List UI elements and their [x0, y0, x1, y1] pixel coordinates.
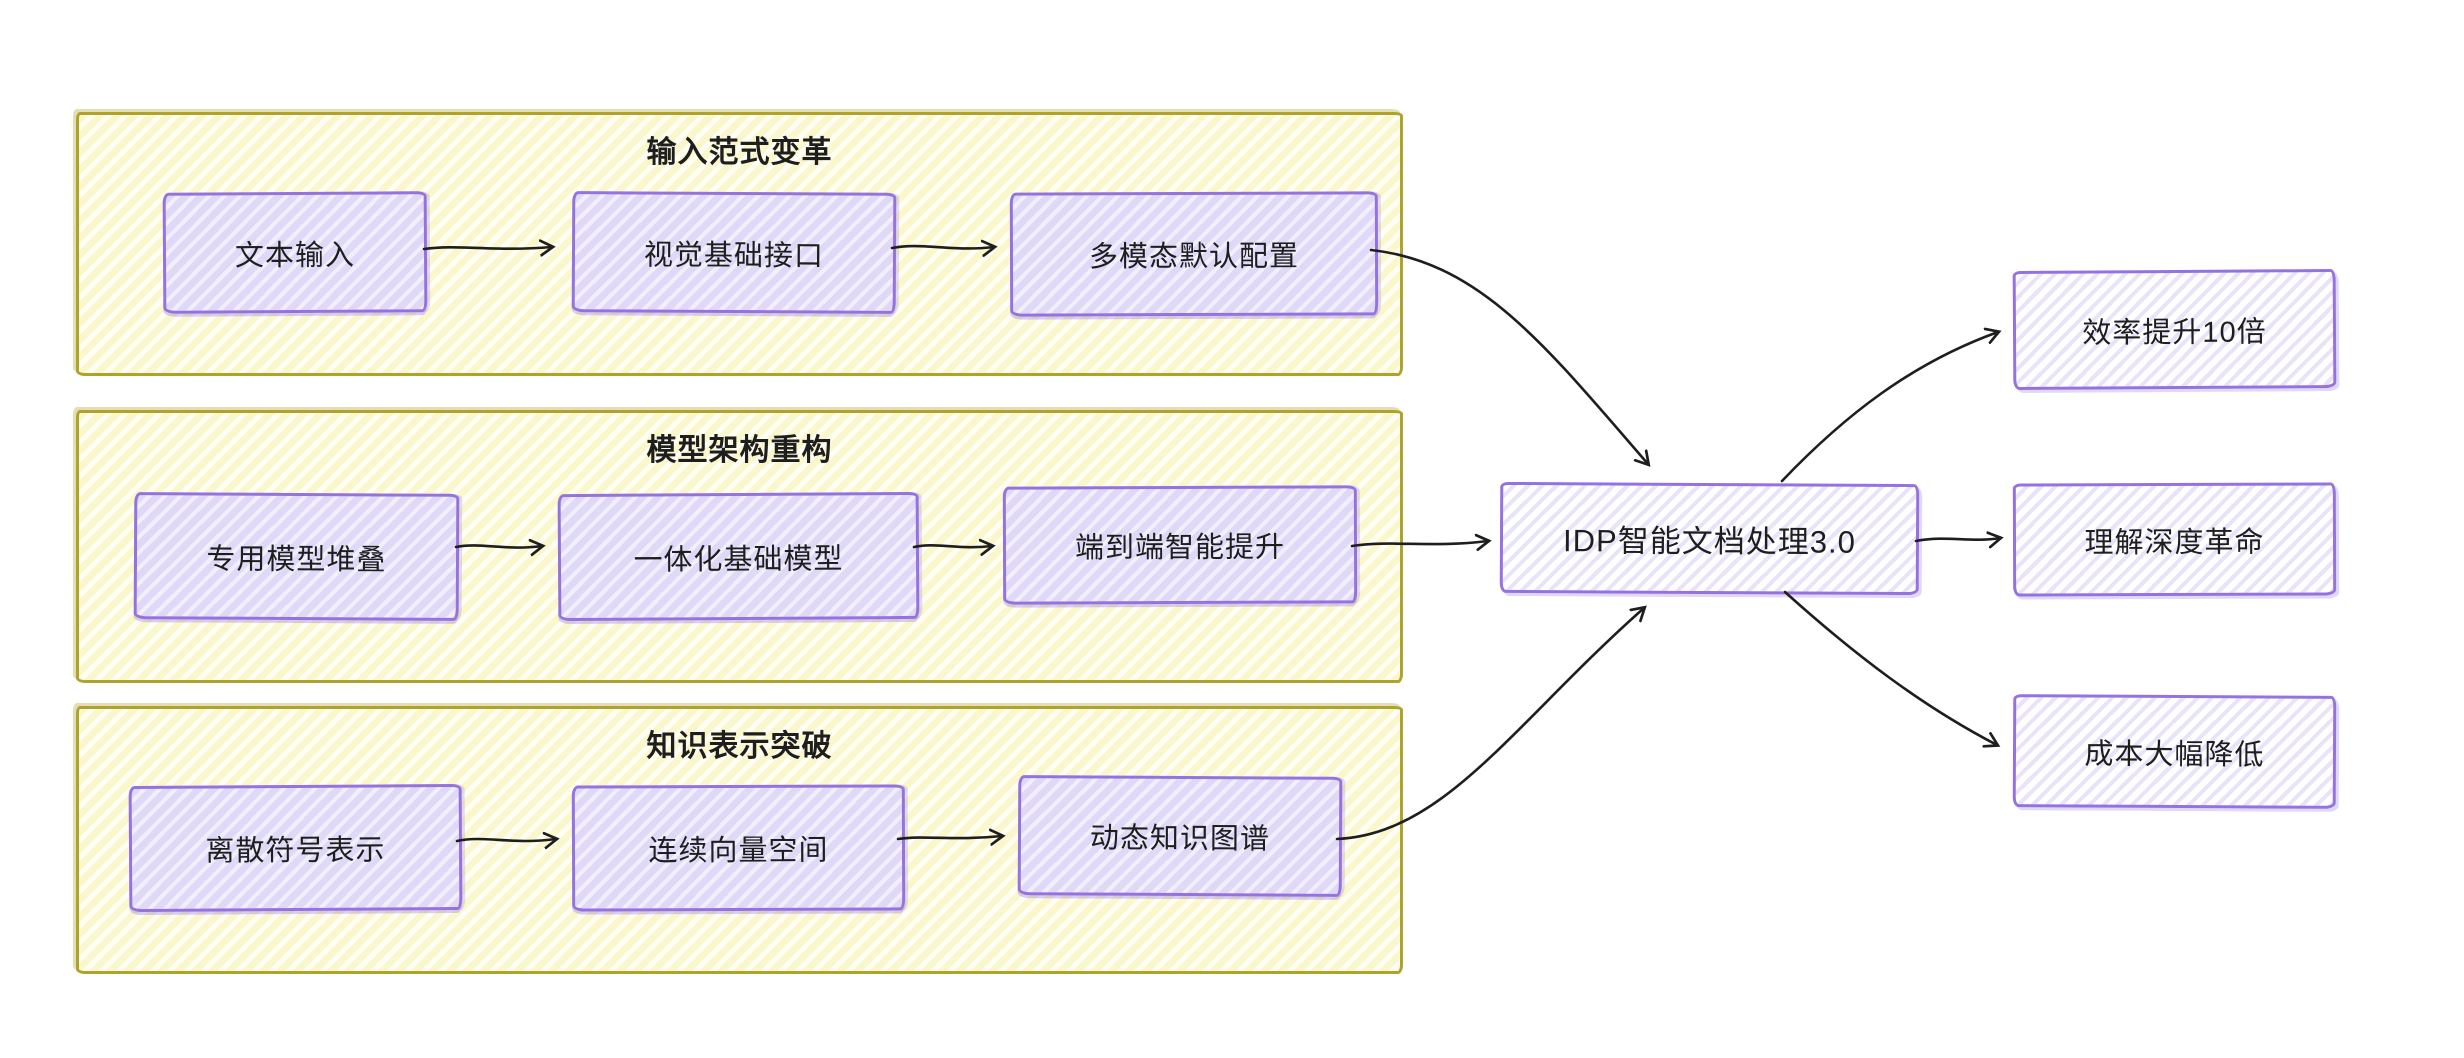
- node-visual-foundation-interface: 视觉基础接口: [571, 191, 897, 314]
- group-model-architecture: 模型架构重构 专用模型堆叠 一体化基础模型 端到端智能提升: [76, 410, 1403, 683]
- group-knowledge-representation-title: 知识表示突破: [646, 730, 833, 763]
- arrow-multimodal-config-to-center: [1369, 248, 1648, 464]
- node-unified-foundation-model: 一体化基础模型: [557, 491, 920, 622]
- node-discrete-symbol-representation: 离散符号表示: [128, 783, 463, 913]
- node-efficiency-10x: 效率提升10倍: [2012, 269, 2337, 390]
- node-end-to-end-intelligence: 端到端智能提升: [1002, 485, 1358, 605]
- node-idp-intelligent-document-processing: IDP智能文档处理3.0: [1499, 481, 1920, 596]
- node-cost-reduction: 成本大幅降低: [2012, 694, 2337, 809]
- node-continuous-vector-space: 连续向量空间: [571, 784, 906, 912]
- node-specialized-model-stacking: 专用模型堆叠: [133, 492, 460, 621]
- node-understanding-depth-revolution: 理解深度革命: [2012, 482, 2337, 597]
- group-model-architecture-title: 模型架构重构: [646, 434, 833, 467]
- arrow-center-to-efficiency: [1780, 332, 1998, 483]
- group-input-paradigm: 输入范式变革 文本输入 视觉基础接口 多模态默认配置: [76, 112, 1403, 376]
- node-multimodal-default-config: 多模态默认配置: [1009, 191, 1379, 317]
- group-knowledge-representation: 知识表示突破 离散符号表示 连续向量空间 动态知识图谱: [76, 706, 1403, 974]
- arrow-center-to-cost: [1783, 590, 1997, 745]
- arrow-center-to-understanding: [1914, 538, 2000, 541]
- node-dynamic-knowledge-graph: 动态知识图谱: [1017, 775, 1343, 897]
- node-text-input: 文本输入: [162, 191, 428, 314]
- group-input-paradigm-title: 输入范式变革: [646, 136, 833, 169]
